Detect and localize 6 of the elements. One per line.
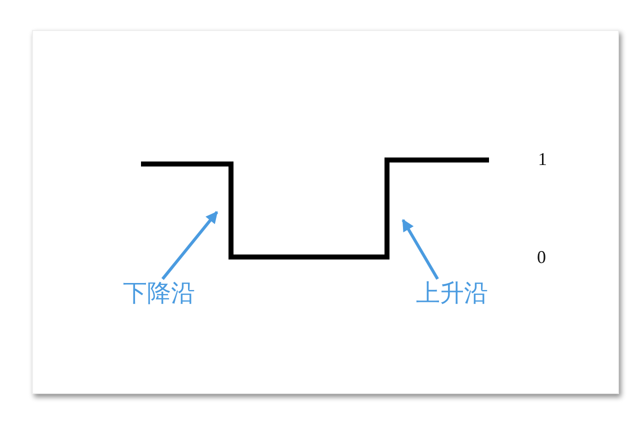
edge-label-text: 下降沿 — [123, 281, 195, 305]
level-label: 1 — [538, 150, 547, 168]
level-label: 0 — [537, 248, 546, 266]
edge-label-text: 上升沿 — [416, 281, 488, 305]
leader-arrow — [161, 211, 218, 280]
leader-arrow — [402, 218, 439, 280]
